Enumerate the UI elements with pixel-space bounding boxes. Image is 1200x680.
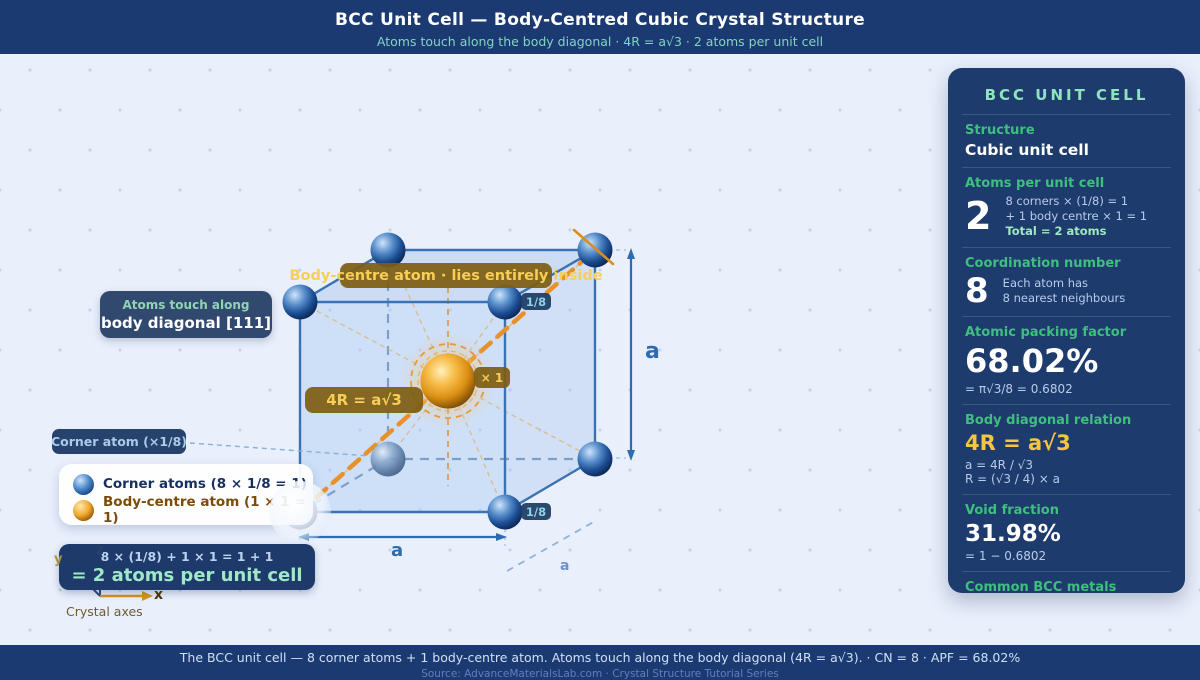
divider — [962, 315, 1171, 317]
apf-value: 68.02% — [965, 341, 1099, 380]
structure-value: Cubic unit cell — [965, 141, 1089, 159]
axis-label-y: y — [54, 552, 63, 567]
corner-pill-leader — [189, 442, 371, 457]
dim-label-a-bottom: a — [391, 540, 404, 561]
corner-atom-icon — [73, 473, 94, 495]
diagonal-value: 4R = a√3 — [965, 430, 1071, 455]
corner-atom-pill: Corner atom (×1/8) — [51, 429, 187, 454]
diagonal-formula-pill: 4R = a√3 — [305, 387, 423, 413]
apf-formula: = π√3/8 = 0.6802 — [965, 381, 1073, 396]
void-label: Void fraction — [965, 502, 1059, 518]
touch-line1: Atoms touch along — [122, 298, 250, 312]
diagonal-label: Body diagonal relation — [965, 412, 1132, 428]
header-bar: BCC Unit Cell — Body-Centred Cubic Cryst… — [0, 0, 1200, 54]
dimension-depth-a — [506, 519, 598, 572]
coordination-number: 8 — [965, 270, 989, 311]
coordination-label: Coordination number — [965, 255, 1121, 271]
atoms-count: 2 — [965, 194, 992, 239]
one-eighth-pill-top: 1/8 — [521, 293, 551, 310]
divider — [962, 493, 1171, 495]
panel-title: BCC UNIT CELL — [984, 86, 1149, 104]
corner-atom-ghost-sphere — [269, 481, 331, 543]
count-formula: 8 × (1/8) + 1 × 1 = 1 + 1 — [100, 549, 274, 564]
dimension-vertical-a — [600, 248, 635, 461]
axis-label-x: x — [154, 587, 164, 603]
page-subtitle: Atoms touch along the body diagonal · 4R… — [376, 34, 824, 49]
divider — [962, 571, 1171, 573]
metals-label: Common BCC metals — [965, 580, 1117, 593]
legend-row-body: Body-centre atom (1 × 1 = 1) — [73, 494, 313, 526]
divider — [962, 403, 1171, 405]
footer-source: Source: AdvanceMaterialsLab.com · Crysta… — [421, 668, 779, 680]
footer-bar: The BCC unit cell — 8 corner atoms + 1 b… — [0, 645, 1200, 680]
divider — [962, 246, 1171, 248]
body-centre-atom-icon — [73, 499, 94, 521]
divider — [962, 167, 1171, 168]
coordination-row: 8 Each atom has 8 nearest neighbours — [965, 274, 1168, 308]
apf-label: Atomic packing factor — [965, 324, 1127, 340]
axis-label-z: z — [96, 543, 104, 558]
axes-caption: Crystal axes — [66, 604, 143, 619]
one-eighth-pill-bottom: 1/8 — [521, 503, 551, 520]
atoms-label: Atoms per unit cell — [965, 176, 1105, 191]
void-formula: = 1 − 0.6802 — [965, 549, 1047, 564]
touch-line2: body diagonal [111] — [100, 314, 271, 332]
legend-row-corner: Corner atoms (8 × 1/8 = 1) — [73, 473, 313, 495]
times-one-pill: × 1 — [474, 367, 510, 388]
coordination-detail: Each atom has 8 nearest neighbours — [1002, 275, 1126, 305]
atoms-detail: 8 corners × (1/8) = 1 + 1 body centre × … — [1005, 194, 1148, 238]
count-result: = 2 atoms per unit cell — [71, 565, 303, 586]
diagonal-detail: a = 4R / √3 R = (√3 / 4) × a — [965, 457, 1061, 486]
void-value: 31.98% — [965, 520, 1061, 547]
dim-label-a-vertical: a — [645, 339, 660, 364]
dim-label-a-depth: a — [560, 558, 570, 574]
atom-count-box: 8 × (1/8) + 1 × 1 = 1 + 1 = 2 atoms per … — [59, 544, 315, 590]
body-centre-atom — [400, 333, 496, 429]
atoms-row: 2 8 corners × (1/8) = 1 + 1 body centre … — [965, 194, 1168, 239]
body-centre-callout: Body-centre atom · lies entirely inside — [289, 263, 603, 288]
diagram-canvas: Body-centre atom · lies entirely inside … — [0, 54, 1200, 645]
info-panel: BCC UNIT CELL Structure Cubic unit cell … — [948, 68, 1185, 593]
structure-label: Structure — [965, 123, 1035, 138]
diagonal-end-slash — [572, 228, 615, 266]
touch-direction-box: Atoms touch along body diagonal [111] — [100, 291, 272, 338]
page-title: BCC Unit Cell — Body-Centred Cubic Cryst… — [335, 10, 865, 30]
footer-summary: The BCC unit cell — 8 corner atoms + 1 b… — [179, 650, 1021, 665]
divider — [962, 114, 1171, 115]
